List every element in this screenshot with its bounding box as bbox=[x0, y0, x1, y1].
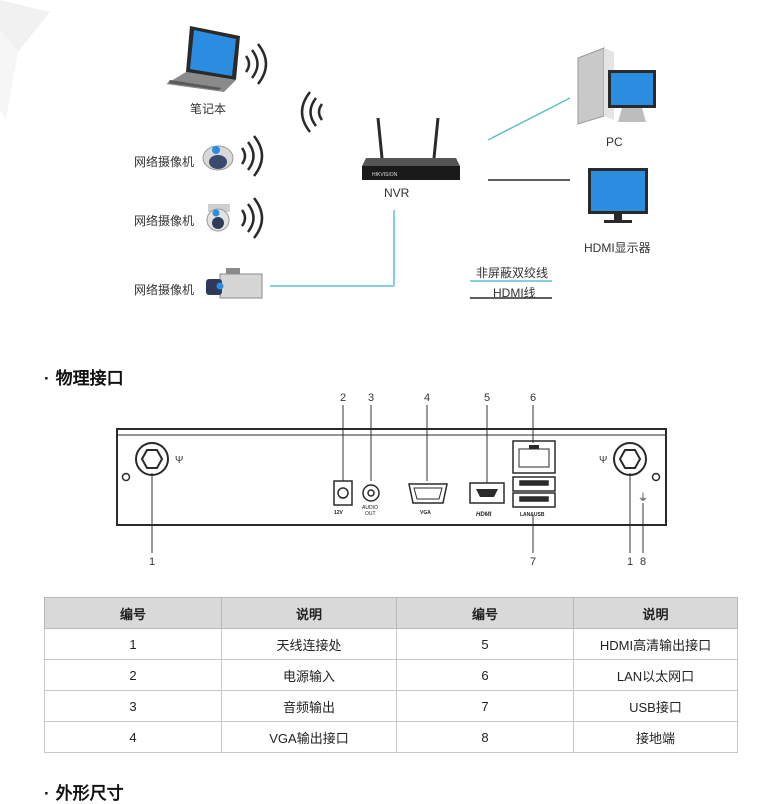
table-row: 1 天线连接处 5 HDMI高清输出接口 bbox=[44, 628, 738, 660]
nvr-badge: HIKVISION bbox=[372, 172, 398, 178]
table-cell: 3 bbox=[44, 690, 222, 722]
callout-1-right: 1 bbox=[627, 556, 633, 568]
dome-camera-icon bbox=[202, 145, 234, 171]
nvr-device-icon: HIKVISION bbox=[362, 117, 460, 180]
table-cell: 1 bbox=[44, 628, 222, 660]
callout-1-left: 1 bbox=[149, 556, 155, 568]
table-cell: 天线连接处 bbox=[221, 628, 397, 660]
hdmi-monitor-icon bbox=[588, 168, 648, 223]
table-cell: VGA输出接口 bbox=[221, 721, 397, 753]
legend-hdmi-label: HDMI线 bbox=[493, 286, 536, 300]
callout-8: 8 bbox=[640, 556, 646, 568]
table-header-cell: 编号 bbox=[44, 597, 222, 629]
table-header-row: 编号 说明 编号 说明 bbox=[44, 597, 738, 629]
antenna-mount-right-icon bbox=[613, 442, 647, 476]
power-port-label: 12V bbox=[334, 510, 344, 516]
camera3-label: 网络摄像机 bbox=[134, 283, 195, 297]
box-camera-icon bbox=[206, 268, 263, 299]
table-cell: 7 bbox=[396, 690, 574, 722]
hdmi-port-icon bbox=[469, 482, 505, 504]
antenna-mount-left-icon bbox=[135, 442, 169, 476]
interfaces-section-title: ·物理接口 bbox=[44, 369, 124, 388]
audio-port-label-2: OUT bbox=[365, 511, 376, 517]
table-cell: 音频输出 bbox=[221, 690, 397, 722]
monitor-label: HDMI显示器 bbox=[584, 241, 651, 255]
table-cell: LAN以太网口 bbox=[573, 659, 738, 691]
wifi-icon-laptop bbox=[244, 43, 268, 85]
nvr-pc-cable bbox=[487, 97, 571, 141]
table-cell: 电源输入 bbox=[221, 659, 397, 691]
laptop-icon bbox=[166, 26, 240, 92]
table-row: 3 音频输出 7 USB接口 bbox=[44, 690, 738, 722]
table-cell: 5 bbox=[396, 628, 574, 660]
wifi-icon-camera2 bbox=[240, 197, 264, 239]
interfaces-title-text: 物理接口 bbox=[55, 369, 124, 388]
callout-lines bbox=[151, 405, 644, 553]
laptop-label: 笔记本 bbox=[190, 102, 227, 116]
camera1-label: 网络摄像机 bbox=[134, 155, 195, 169]
table-row: 4 VGA输出接口 8 接地端 bbox=[44, 721, 738, 753]
table-header-cell: 编号 bbox=[396, 597, 574, 629]
callout-2: 2 bbox=[340, 392, 346, 404]
wifi-icon-nvr bbox=[300, 91, 324, 133]
table-cell: USB接口 bbox=[573, 690, 738, 722]
table-header-cell: 说明 bbox=[573, 597, 738, 629]
table-cell: 2 bbox=[44, 659, 222, 691]
dimensions-section-title: ·外形尺寸 bbox=[44, 784, 124, 803]
ground-terminal-icon: ⏚ bbox=[638, 492, 648, 504]
dimensions-title-text: 外形尺寸 bbox=[55, 784, 124, 803]
callout-3: 3 bbox=[368, 392, 374, 404]
interface-spec-table: 编号 说明 编号 说明 1 天线连接处 5 HDMI高清输出接口 2 电源输入 … bbox=[44, 597, 738, 753]
table-cell: 6 bbox=[396, 659, 574, 691]
screw-icons bbox=[121, 472, 661, 482]
antenna-symbol-right-icon: Ψ bbox=[599, 455, 607, 466]
power-port-icon bbox=[333, 480, 353, 506]
wifi-icon-camera1 bbox=[240, 135, 264, 177]
corner-decoration bbox=[0, 0, 50, 120]
table-cell: HDMI高清输出接口 bbox=[573, 628, 738, 660]
callout-7: 7 bbox=[530, 556, 536, 568]
vga-port-label: VGA bbox=[420, 510, 431, 516]
lan-port-icon bbox=[512, 440, 556, 474]
vga-port-icon bbox=[408, 483, 448, 504]
antenna-symbol-left-icon: Ψ bbox=[175, 455, 183, 466]
table-row: 2 电源输入 6 LAN以太网口 bbox=[44, 659, 738, 691]
nvr-label: NVR bbox=[384, 186, 410, 200]
table-cell: 4 bbox=[44, 721, 222, 753]
panel-body bbox=[116, 428, 667, 526]
callout-4: 4 bbox=[424, 392, 430, 404]
pc-icon bbox=[577, 47, 656, 125]
camera2-label: 网络摄像机 bbox=[134, 214, 195, 228]
usb-port-icons bbox=[512, 476, 556, 508]
audio-port-label: AUDIO bbox=[362, 505, 378, 511]
audio-port-icon bbox=[362, 484, 380, 502]
table-header-cell: 说明 bbox=[221, 597, 397, 629]
callout-6: 6 bbox=[530, 392, 536, 404]
pc-label: PC bbox=[606, 135, 623, 149]
legend-twisted-pair-label: 非屏蔽双绞线 bbox=[476, 266, 549, 280]
ptz-camera-icon bbox=[206, 204, 230, 232]
network-topology-diagram: HIKVISION bbox=[0, 0, 656, 299]
table-cell: 接地端 bbox=[573, 721, 738, 753]
hdmi-port-label: HDMI bbox=[476, 512, 492, 518]
rear-panel-diagram: 2 3 4 5 6 Ψ Ψ 12V AUDIO OUT bbox=[116, 392, 667, 568]
lanusb-port-label: LAN&USB bbox=[520, 512, 545, 518]
callout-5: 5 bbox=[484, 392, 490, 404]
table-cell: 8 bbox=[396, 721, 574, 753]
